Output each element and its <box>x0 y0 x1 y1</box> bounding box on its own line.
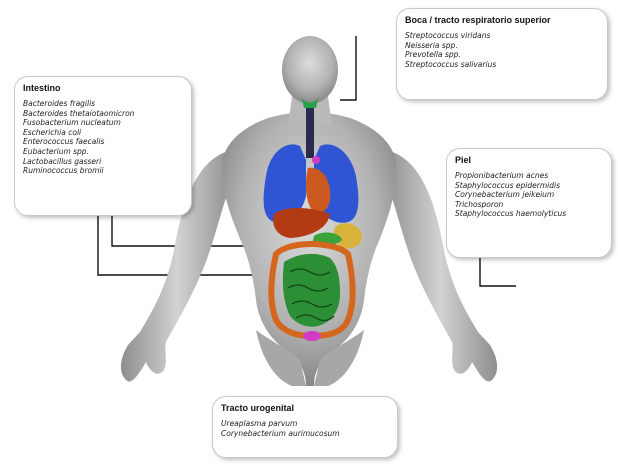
bladder <box>303 331 321 341</box>
list-item: Ureaplasma parvum <box>221 419 389 429</box>
callout-upper-airways: Boca / tracto respiratorio superior Stre… <box>396 8 608 100</box>
list-item: Staphylococcus epidermidis <box>455 181 603 191</box>
callout-upper-airways-title: Boca / tracto respiratorio superior <box>405 15 599 25</box>
list-item: Propionibacterium acnes <box>455 171 603 181</box>
list-item: Eubacterium spp. <box>23 147 183 157</box>
list-item: Neisseria spp. <box>405 41 599 51</box>
connector-upper-airways <box>340 36 356 100</box>
callout-skin-title: Piel <box>455 155 603 165</box>
callout-intestine-list: Bacteroides fragilis Bacteroides thetaio… <box>23 99 183 176</box>
list-item: Fusobacterium nucleatum <box>23 118 183 128</box>
callout-skin-list: Propionibacterium acnes Staphylococcus e… <box>455 171 603 219</box>
callout-urogenital-title: Tracto urogenital <box>221 403 389 413</box>
list-item: Corynebacterium aurimucosum <box>221 429 389 439</box>
callout-urogenital: Tracto urogenital Ureaplasma parvum Cory… <box>212 396 398 458</box>
list-item: Streptococcus salivarius <box>405 60 599 70</box>
list-item: Staphylococcus haemolyticus <box>455 209 603 219</box>
list-item: Lactobacillus gasseri <box>23 157 183 167</box>
list-item: Enterococcus faecalis <box>23 137 183 147</box>
list-item: Streptococcus viridans <box>405 31 599 41</box>
list-item: Ruminococcus bromii <box>23 166 183 176</box>
connector-skin <box>480 258 516 286</box>
list-item: Trichosporon <box>455 200 603 210</box>
trachea <box>306 108 314 158</box>
list-item: Prevotella spp. <box>405 50 599 60</box>
head <box>282 36 338 104</box>
callout-intestine: Intestino Bacteroides fragilis Bacteroid… <box>14 76 192 216</box>
callout-upper-airways-list: Streptococcus viridans Neisseria spp. Pr… <box>405 31 599 69</box>
list-item: Bacteroides fragilis <box>23 99 183 109</box>
list-item: Bacteroides thetaiotaomicron <box>23 109 183 119</box>
list-item: Escherichia coli <box>23 128 183 138</box>
callout-urogenital-list: Ureaplasma parvum Corynebacterium aurimu… <box>221 419 389 438</box>
callout-skin: Piel Propionibacterium acnes Staphylococ… <box>446 148 612 258</box>
thymus-mark <box>312 156 320 164</box>
list-item: Corynebacterium jeikeium <box>455 190 603 200</box>
callout-intestine-title: Intestino <box>23 83 183 93</box>
